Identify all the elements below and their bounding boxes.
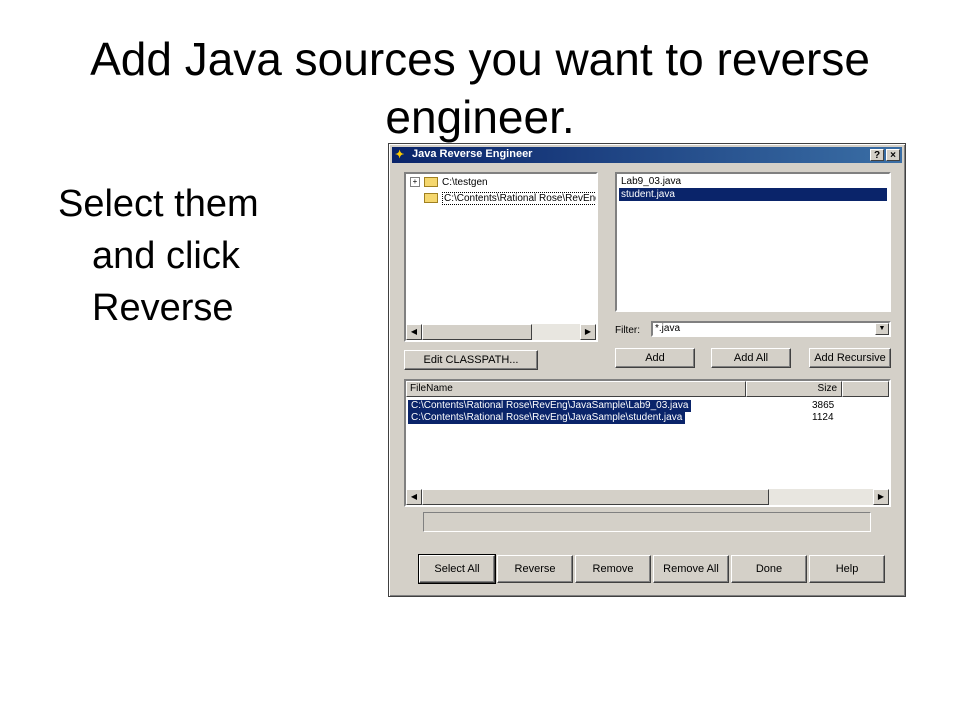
filter-combobox[interactable]: *.java ▼ [651,321,891,337]
file-list[interactable]: Lab9_03.java student.java [615,172,891,312]
tree-hscrollbar[interactable]: ◀ ▶ [406,324,596,340]
scroll-thumb[interactable] [422,324,532,340]
size-cell: 3865 [812,400,835,411]
add-all-button[interactable]: Add All [711,348,791,368]
scroll-left-icon[interactable]: ◀ [406,489,422,505]
tree-item-testgen[interactable]: + C:\testgen [410,176,488,190]
context-help-button[interactable]: ? [870,149,884,161]
list-item-selected[interactable]: student.java [619,188,887,201]
grid-hscrollbar[interactable]: ◀ ▶ [406,489,889,505]
table-row[interactable]: C:\Contents\Rational Rose\RevEng\JavaSam… [408,400,878,412]
size-cell: 1124 [812,412,834,423]
progress-bar [423,512,871,532]
filter-label: Filter: [615,325,640,336]
body-line-3: Reverse [92,287,234,329]
edit-classpath-button[interactable]: Edit CLASSPATH... [404,350,538,370]
list-item[interactable]: Lab9_03.java [621,176,682,187]
slide-body: Select them and click Reverse [58,178,298,334]
chevron-down-icon[interactable]: ▼ [875,323,889,335]
open-folder-icon [424,193,438,204]
reverse-button[interactable]: Reverse [497,555,573,583]
help-button[interactable]: Help [809,555,885,583]
body-line-1: Select them [58,183,259,225]
add-button[interactable]: Add [615,348,695,368]
column-header-size[interactable]: Size [746,381,842,397]
scroll-right-icon[interactable]: ▶ [873,489,889,505]
table-row[interactable]: C:\Contents\Rational Rose\RevEng\JavaSam… [408,412,878,424]
dialog-title: Java Reverse Engineer [412,148,533,160]
remove-all-button[interactable]: Remove All [653,555,729,583]
done-button[interactable]: Done [731,555,807,583]
selected-files-grid[interactable]: FileName Size C:\Contents\Rational Rose\… [404,379,891,507]
folder-icon [424,177,438,188]
filter-value: *.java [655,323,681,334]
remove-button[interactable]: Remove [575,555,651,583]
dialog-titlebar[interactable]: ✦ Java Reverse Engineer ? × [392,147,902,163]
tree-item-javasample[interactable]: C:\Contents\Rational Rose\RevEng\JavaSam… [410,192,596,206]
body-line-2: and click [92,235,240,277]
close-button[interactable]: × [886,149,900,161]
java-reverse-engineer-dialog: ✦ Java Reverse Engineer ? × + C:\testgen … [388,143,906,597]
select-all-button[interactable]: Select All [418,554,496,584]
tree-item-label: C:\Contents\Rational Rose\RevEng\JavaSam… [442,192,596,205]
scroll-left-icon[interactable]: ◀ [406,324,422,340]
scroll-right-icon[interactable]: ▶ [580,324,596,340]
directory-tree[interactable]: + C:\testgen C:\Contents\Rational Rose\Re… [404,172,598,342]
filename-cell: C:\Contents\Rational Rose\RevEng\JavaSam… [408,400,692,412]
add-recursive-button[interactable]: Add Recursive [809,348,891,368]
column-header-filename[interactable]: FileName [406,381,746,397]
slide-title: Add Java sources you want to reverse eng… [90,33,870,143]
filename-cell: C:\Contents\Rational Rose\RevEng\JavaSam… [408,412,686,424]
tree-item-label: C:\testgen [442,177,488,188]
scroll-thumb[interactable] [422,489,769,505]
column-header-empty [842,381,889,397]
rose-app-icon: ✦ [395,149,405,161]
expand-icon[interactable]: + [410,177,420,188]
